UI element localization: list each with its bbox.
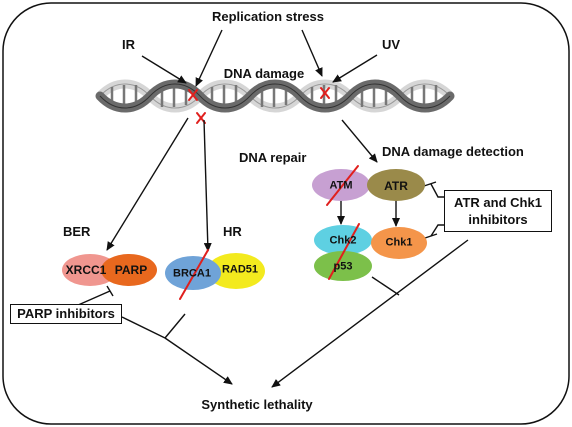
dna-damage-detection-label: DNA damage detection [382,144,524,159]
rad51-label: RAD51 [221,263,259,276]
ber-label: BER [63,224,91,239]
chk2-label: Chk2 [329,234,357,247]
ir-label: IR [122,37,135,52]
chk1-label: Chk1 [385,236,413,249]
xrcc1-label: XRCC1 [65,263,107,277]
arrows-signaling [337,200,400,227]
helix-strand-front-edge [99,83,451,109]
protein-nodes [62,169,427,290]
atm-label: ATM [329,179,353,192]
atr-chk1-inhibitors-line1: ATR and Chk1 [454,195,542,210]
p53-node [314,251,372,281]
parp-node [101,254,157,286]
hr-label: HR [223,224,242,239]
strike-lines [179,165,360,300]
p53-label: p53 [333,260,353,273]
atr-label: ATR [384,179,408,193]
dna-damage-marks [188,87,330,124]
chk2-node [314,225,372,255]
brca1-label: BRCA1 [173,267,211,280]
chk1-node [371,227,427,259]
arrows-from-dna [106,117,378,252]
arrows-top [141,29,378,87]
atm-node [312,169,370,201]
rad51-node [207,253,265,289]
dna-damage-label: DNA damage [223,66,305,81]
replication-stress-label: Replication stress [212,9,324,24]
uv-label: UV [382,37,401,52]
atr-chk1-inhibitors-box: ATR and Chk1 inhibitors [444,190,552,232]
parp-inhibitors-box: PARP inhibitors [10,304,122,324]
arrows-lethality [121,239,469,388]
synthetic-lethality-label: Synthetic lethality [201,397,313,412]
helix-strand-back-edge [99,83,451,109]
xrcc1-node [62,254,118,286]
dna-helix [95,79,455,113]
dna-repair-label: DNA repair [239,150,307,165]
atr-chk1-inhibitors-line2: inhibitors [468,212,528,227]
parp-inhibitors-text: PARP inhibitors [17,306,115,321]
parp-label: PARP [114,263,148,277]
brca1-node [165,256,221,290]
atr-node [367,169,425,201]
